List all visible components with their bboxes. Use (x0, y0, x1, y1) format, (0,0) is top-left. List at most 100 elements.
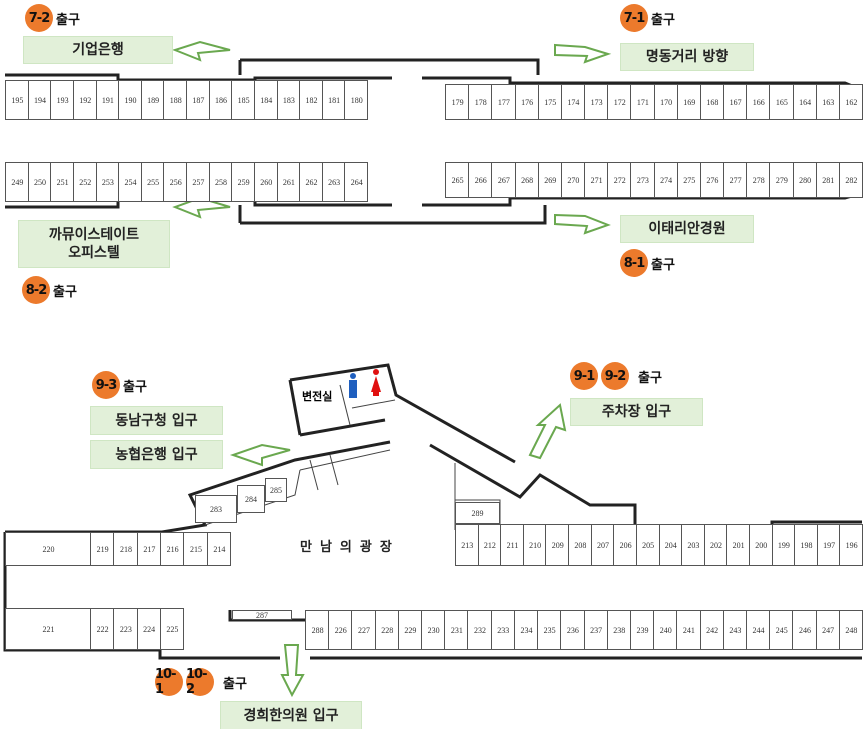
stall-235[interactable]: 235 (537, 610, 562, 650)
stall-164[interactable]: 164 (792, 84, 817, 120)
stall-287[interactable]: 287 (232, 610, 292, 620)
stall-276[interactable]: 276 (699, 162, 724, 198)
stall-186[interactable]: 186 (208, 80, 233, 120)
stall-211[interactable]: 211 (500, 524, 524, 566)
stall-245[interactable]: 245 (769, 610, 794, 650)
stall-239[interactable]: 239 (629, 610, 655, 650)
stall-247[interactable]: 247 (815, 610, 840, 650)
stall-248[interactable]: 248 (838, 610, 863, 650)
stall-254[interactable]: 254 (118, 162, 142, 202)
stall-217[interactable]: 217 (136, 532, 161, 566)
stall-173[interactable]: 173 (584, 84, 609, 120)
stall-279[interactable]: 279 (769, 162, 794, 198)
stall-182[interactable]: 182 (299, 80, 323, 120)
stall-201[interactable]: 201 (726, 524, 750, 566)
stall-192[interactable]: 192 (72, 80, 97, 120)
stall-233[interactable]: 233 (490, 610, 515, 650)
stall-197[interactable]: 197 (816, 524, 841, 566)
stall-280[interactable]: 280 (792, 162, 817, 198)
stall-261[interactable]: 261 (276, 162, 301, 202)
stall-212[interactable]: 212 (477, 524, 502, 566)
stall-175[interactable]: 175 (537, 84, 562, 120)
stall-179[interactable]: 179 (445, 84, 470, 120)
stall-259[interactable]: 259 (231, 162, 255, 202)
stall-237[interactable]: 237 (583, 610, 608, 650)
stall-193[interactable]: 193 (50, 80, 74, 120)
stall-253[interactable]: 253 (95, 162, 120, 202)
stall-216[interactable]: 216 (160, 532, 185, 566)
stall-168[interactable]: 168 (699, 84, 724, 120)
stall-206[interactable]: 206 (613, 524, 637, 566)
stall-196[interactable]: 196 (839, 524, 863, 566)
stall-209[interactable]: 209 (545, 524, 570, 566)
stall-251[interactable]: 251 (50, 162, 74, 202)
stall-203[interactable]: 203 (681, 524, 705, 566)
stall-229[interactable]: 229 (397, 610, 423, 650)
stall-265[interactable]: 265 (445, 162, 470, 198)
stall-205[interactable]: 205 (635, 524, 660, 566)
stall-180[interactable]: 180 (344, 80, 368, 120)
stall-244[interactable]: 244 (745, 610, 771, 650)
stall-226[interactable]: 226 (328, 610, 353, 650)
stall-207[interactable]: 207 (590, 524, 615, 566)
stall-268[interactable]: 268 (514, 162, 539, 198)
stall-267[interactable]: 267 (491, 162, 516, 198)
stall-263[interactable]: 263 (321, 162, 346, 202)
stall-238[interactable]: 238 (606, 610, 631, 650)
stall-284[interactable]: 284 (237, 485, 265, 513)
stall-169[interactable]: 169 (676, 84, 701, 120)
stall-210[interactable]: 210 (522, 524, 547, 566)
stall-199[interactable]: 199 (771, 524, 796, 566)
stall-262[interactable]: 262 (299, 162, 323, 202)
stall-272[interactable]: 272 (607, 162, 632, 198)
stall-188[interactable]: 188 (163, 80, 187, 120)
stall-194[interactable]: 194 (27, 80, 52, 120)
stall-228[interactable]: 228 (374, 610, 399, 650)
stall-275[interactable]: 275 (676, 162, 701, 198)
stall-249[interactable]: 249 (5, 162, 29, 202)
stall-288[interactable]: 288 (305, 610, 330, 650)
stall-224[interactable]: 224 (136, 608, 161, 650)
stall-185[interactable]: 185 (231, 80, 255, 120)
stall-174[interactable]: 174 (560, 84, 585, 120)
stall-223[interactable]: 223 (113, 608, 138, 650)
stall-243[interactable]: 243 (722, 610, 747, 650)
stall-281[interactable]: 281 (815, 162, 840, 198)
stall-241[interactable]: 241 (676, 610, 701, 650)
stall-215[interactable]: 215 (183, 532, 208, 566)
stall-234[interactable]: 234 (513, 610, 539, 650)
stall-258[interactable]: 258 (208, 162, 233, 202)
stall-208[interactable]: 208 (568, 524, 592, 566)
stall-198[interactable]: 198 (794, 524, 818, 566)
stall-171[interactable]: 171 (630, 84, 655, 120)
stall-221[interactable]: 221 (5, 608, 91, 650)
stall-183[interactable]: 183 (276, 80, 301, 120)
stall-246[interactable]: 246 (792, 610, 817, 650)
stall-187[interactable]: 187 (186, 80, 210, 120)
stall-214[interactable]: 214 (206, 532, 231, 566)
stall-191[interactable]: 191 (95, 80, 120, 120)
stall-184[interactable]: 184 (253, 80, 278, 120)
stall-170[interactable]: 170 (653, 84, 678, 120)
stall-289[interactable]: 289 (455, 502, 500, 524)
stall-227[interactable]: 227 (351, 610, 376, 650)
stall-167[interactable]: 167 (723, 84, 748, 120)
stall-285[interactable]: 285 (265, 478, 287, 502)
stall-231[interactable]: 231 (444, 610, 469, 650)
stall-242[interactable]: 242 (699, 610, 724, 650)
stall-177[interactable]: 177 (491, 84, 516, 120)
stall-270[interactable]: 270 (560, 162, 585, 198)
stall-283[interactable]: 283 (195, 495, 237, 523)
stall-222[interactable]: 222 (90, 608, 115, 650)
stall-264[interactable]: 264 (344, 162, 368, 202)
stall-250[interactable]: 250 (27, 162, 52, 202)
stall-277[interactable]: 277 (723, 162, 748, 198)
stall-172[interactable]: 172 (607, 84, 632, 120)
stall-278[interactable]: 278 (746, 162, 771, 198)
